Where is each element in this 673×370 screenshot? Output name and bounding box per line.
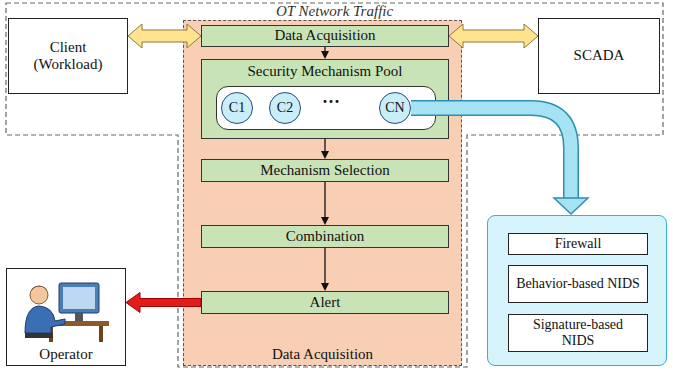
operator-box: Operator [6, 268, 126, 366]
box-label: Combination [286, 228, 364, 245]
mechanism-circle: C2 [269, 92, 301, 124]
mechanism-panel: FirewallBehavior-based NIDS Signature-bas… [487, 215, 667, 366]
arrow-head [554, 198, 588, 214]
panel-label: Data Acquisition [272, 346, 373, 363]
operator-icon [7, 271, 125, 347]
process-box: Mechanism Selection [201, 159, 449, 182]
mechanism-box: Behavior-based NIDS [508, 265, 648, 303]
box-label: Operator [39, 346, 92, 363]
pipeline-panel: Data AcquisitionData AcquisitionSecurity… [183, 20, 462, 366]
box-label: Security Mechanism Pool [248, 63, 403, 80]
box-label: Client (Workload) [22, 39, 114, 74]
box-label: C1 [229, 100, 245, 116]
box-label: CN [385, 100, 404, 116]
box-label: C2 [277, 100, 293, 116]
process-box: Combination [201, 225, 449, 248]
process-box: Alert [201, 291, 449, 314]
region-title: OT Network Traffic [276, 3, 393, 20]
box-label: Firewall [555, 236, 602, 252]
box-label: Alert [310, 294, 341, 311]
block-arrow [449, 24, 538, 48]
mechanism-circle: CN [379, 92, 411, 124]
ellipsis-label: ··· [322, 92, 340, 113]
process-box: Data Acquisition [201, 25, 449, 47]
mechanism-box: Firewall [508, 233, 648, 255]
connector [449, 24, 538, 48]
box-label: SCADA [574, 47, 625, 64]
scada-box: SCADA [538, 18, 660, 94]
box-label: Mechanism Selection [260, 162, 390, 179]
pool-box: Security Mechanism PoolC1 C2 CN ··· [201, 59, 449, 139]
box-label: Behavior-based NIDS [516, 276, 640, 292]
mechanism-box: Signature-based NIDS [508, 314, 648, 352]
mechanism-circle: C1 [221, 92, 253, 124]
client-box: Client (Workload) [8, 18, 128, 94]
box-label: Data Acquisition [274, 27, 375, 44]
box-label: Signature-based NIDS [516, 317, 640, 349]
